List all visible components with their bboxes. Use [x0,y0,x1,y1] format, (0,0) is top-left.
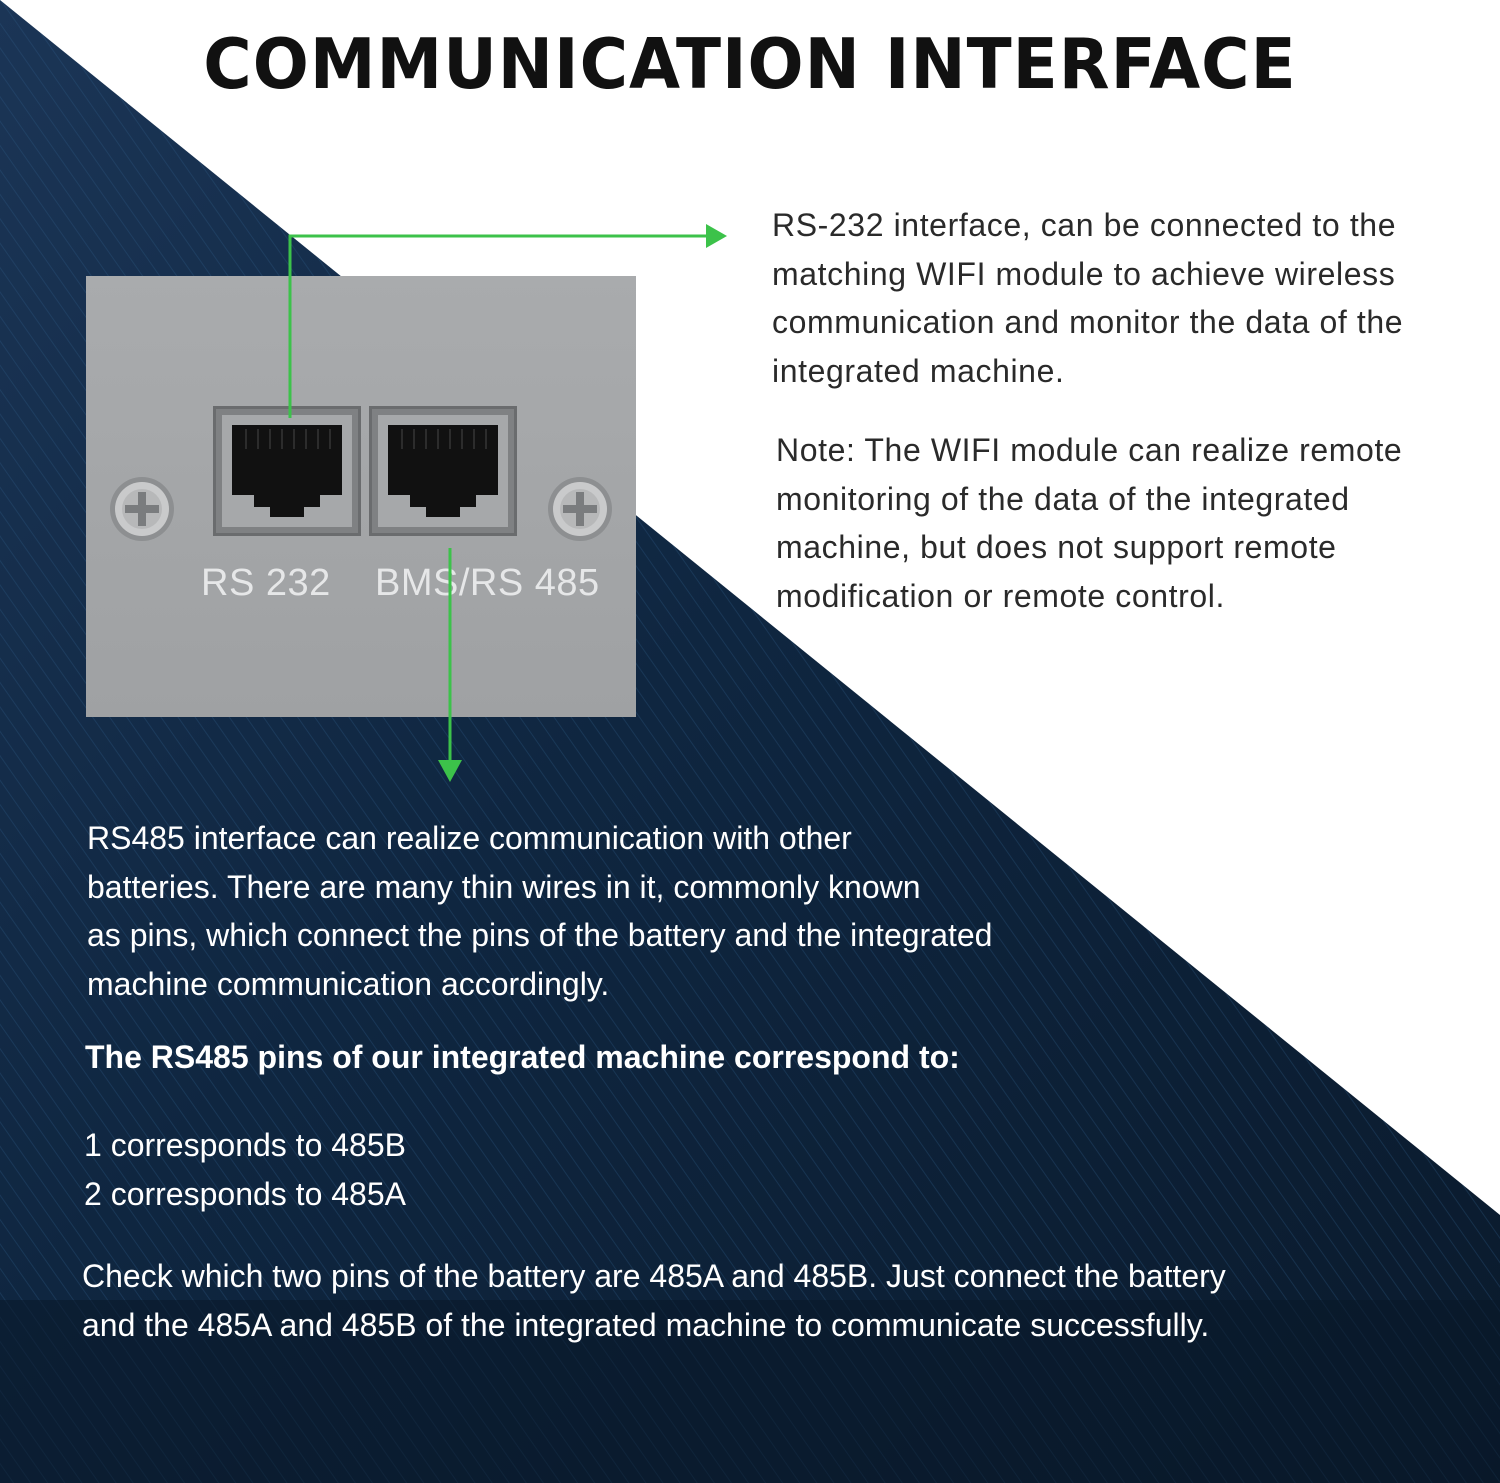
rs485-line: RS485 interface can realize communicatio… [87,820,852,856]
rs485-description: RS485 interface can realize communicatio… [87,814,992,1008]
note-line: monitoring of the data of the integrated [776,480,1350,517]
rs485-line: as pins, which connect the pins of the b… [87,917,993,953]
rs485-line: batteries. There are many thin wires in … [87,868,921,905]
rs485-port-label: BMS/RS 485 [375,562,600,604]
rs485-line: machine communication accordingly. [87,965,610,1002]
check-line: and the 485A and 485B of the integrated … [82,1307,1210,1343]
rs232-line: matching WIFI module to achieve wireless [772,255,1396,292]
rs232-port [213,406,361,536]
screw-icon [548,477,612,541]
note-line: modification or remote control. [776,577,1226,614]
rs232-line: communication and monitor the data of th… [772,304,1404,340]
pin-item: 2 corresponds to 485A [84,1175,406,1212]
wifi-note: Note: The WIFI module can realize remote… [776,426,1402,620]
rs485-port [369,406,517,536]
note-line: machine, but does not support remote [776,529,1337,565]
rj45-jack-icon [378,415,508,527]
check-instructions: Check which two pins of the battery are … [82,1252,1226,1350]
screw-icon [110,477,174,541]
rs232-port-label: RS 232 [201,562,331,604]
pin-list: 1 corresponds to 485B 2 corresponds to 4… [84,1121,406,1218]
check-line: Check which two pins of the battery are … [82,1258,1226,1294]
note-line: Note: The WIFI module can realize remote [776,432,1403,468]
pins-heading: The RS485 pins of our integrated machine… [85,1039,960,1075]
rj45-jack-icon [222,415,352,527]
rs232-line: RS-232 interface, can be connected to th… [772,207,1397,243]
page-title: COMMUNICATION INTERFACE [203,24,1297,105]
interface-panel-photo: RS 232 BMS/RS 485 [86,276,636,717]
rs232-line: integrated machine. [772,352,1065,389]
pin-item: 1 corresponds to 485B [84,1127,406,1163]
rs232-description: RS-232 interface, can be connected to th… [772,201,1403,395]
